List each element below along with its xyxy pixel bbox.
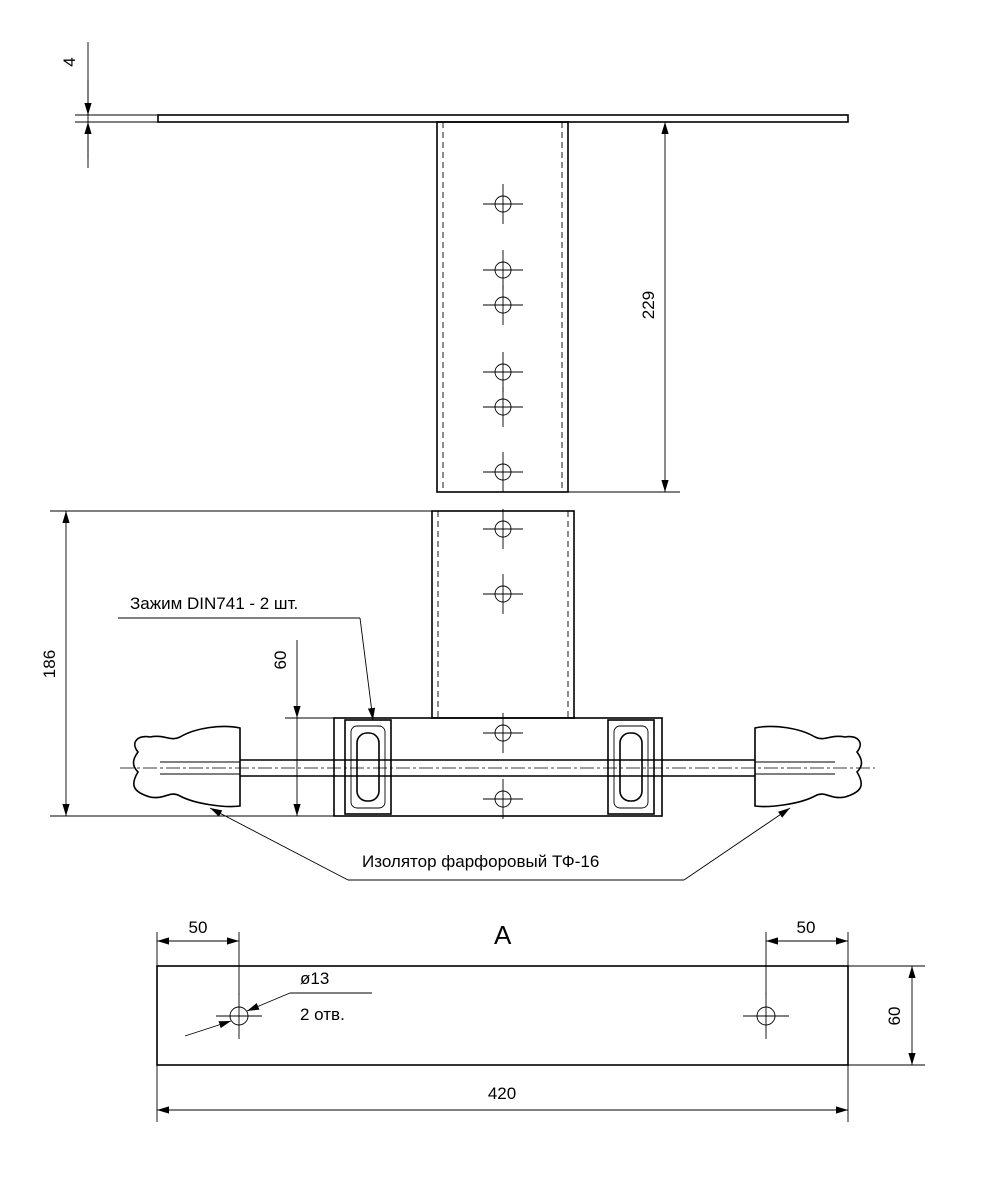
plate-a-holes [216,993,789,1039]
dim-plate-length: 420 [488,1084,516,1103]
dim-hole-diameter: ø13 [300,969,329,988]
dim-plate-width: 60 [885,1007,904,1026]
insulator-right [754,725,863,808]
insulator-left [132,725,241,808]
dim-bracket-height: 229 [639,291,658,319]
clamp-left [344,719,392,815]
dim-hole-offset-right: 50 [797,918,816,937]
dim-plate-thickness: 4 [60,57,79,66]
hole-count-label: 2 отв. [300,1005,345,1024]
bracket-holes-top [483,184,523,492]
view-a-label: А [494,920,512,950]
clamp-right [607,719,655,815]
callout-clamp: Зажим DIN741 - 2 шт. [130,594,298,613]
top-view: 4 229 [60,42,849,493]
dim-hole-offset-left: 50 [189,918,208,937]
plate-a [156,965,849,1066]
base-plate [333,717,663,817]
dim-assembly-height: 186 [40,650,59,678]
upright-bracket-top [436,121,569,493]
dim-clamp-height: 60 [271,651,290,670]
top-plate [157,114,849,123]
callout-insulator: Изолятор фарфоровый ТФ-16 [362,852,599,871]
assembly-view: 186 60 Зажим DIN741 - 2 шт. Изолятор фар… [40,509,875,881]
view-a: А 50 50 60 420 ø13 2 отв. [156,918,925,1122]
